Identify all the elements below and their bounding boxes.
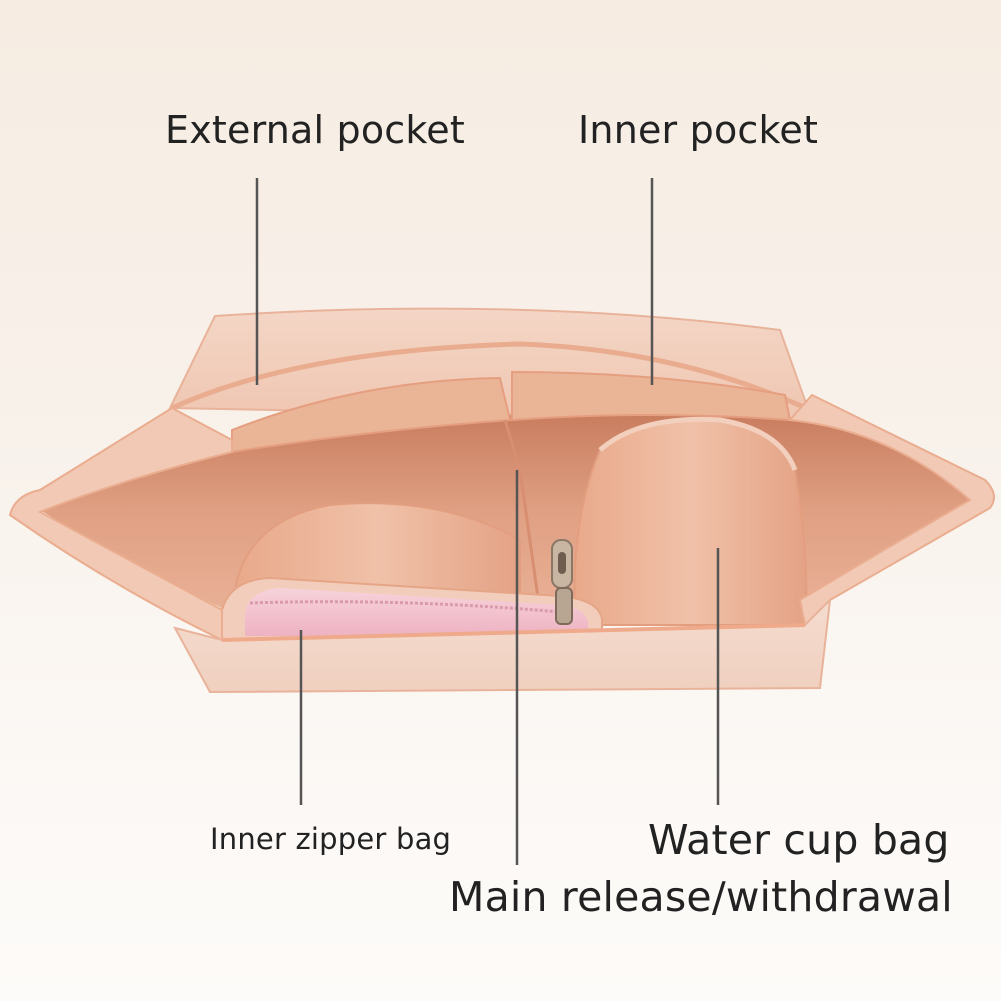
inner-pocket-left [231, 376, 512, 454]
zipper-track [245, 588, 588, 636]
organizer-left-edge [8, 406, 233, 642]
organizer-right-edge [787, 393, 995, 628]
center-divider [503, 419, 542, 613]
left-tube-pocket [234, 502, 521, 601]
zipper-teeth [249, 600, 561, 614]
leader-lines [255, 178, 720, 865]
water-cup-bag [573, 418, 808, 626]
inner-pocket-label: Inner pocket [578, 108, 819, 152]
main-compartment-label: Main release/withdrawal [449, 873, 953, 921]
water-cup-bag-label: Water cup bag [648, 816, 950, 864]
water-cup-bag-rim [598, 416, 798, 471]
front-wall-top-edge [221, 623, 806, 642]
zipper-pull-icon [551, 539, 573, 625]
inner-pocket-right [511, 370, 792, 422]
external-pocket-flap [170, 341, 812, 413]
inner-zipper-bag-label: Inner zipper bag [210, 822, 452, 856]
external-pocket-label: External pocket [165, 108, 465, 152]
